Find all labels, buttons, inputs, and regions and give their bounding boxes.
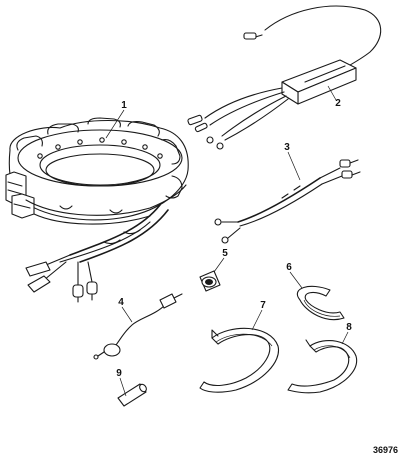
callout-8: 8 bbox=[346, 322, 352, 333]
module-harness-part bbox=[187, 5, 382, 150]
callout-2: 2 bbox=[335, 98, 341, 109]
callout-4: 4 bbox=[118, 297, 124, 308]
callout-9: 9 bbox=[116, 368, 122, 379]
pin-part bbox=[117, 383, 147, 407]
callout-labels: 1 2 3 4 5 6 7 8 9 bbox=[116, 98, 352, 379]
large-ring-right-part bbox=[287, 339, 358, 394]
callout-1: 1 bbox=[121, 100, 127, 111]
callout-3: 3 bbox=[284, 142, 290, 153]
large-ring-part bbox=[199, 327, 280, 393]
callout-6: 6 bbox=[286, 262, 292, 273]
leader-lines bbox=[105, 85, 349, 397]
callout-7: 7 bbox=[260, 300, 266, 311]
callout-5: 5 bbox=[222, 248, 228, 259]
wire-harness-part bbox=[214, 159, 361, 244]
bushing-part bbox=[199, 270, 221, 292]
small-ring-part bbox=[297, 285, 345, 320]
stator-part bbox=[5, 117, 189, 303]
reference-number: 36976 bbox=[373, 445, 398, 455]
lead-sensor-part bbox=[93, 293, 183, 360]
